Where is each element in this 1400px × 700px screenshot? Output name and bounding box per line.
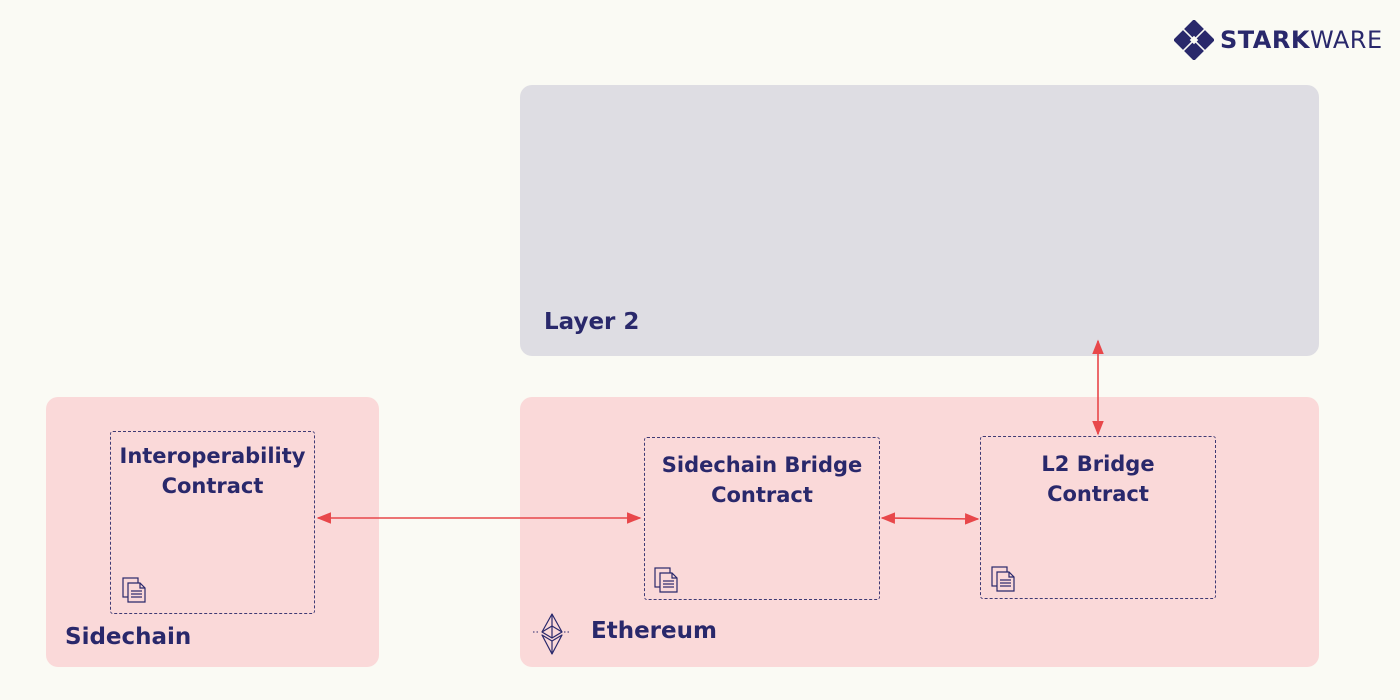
sidechain-bridge-contract-line2: Contract bbox=[711, 483, 813, 507]
l2-bridge-contract-line2: Contract bbox=[1047, 482, 1149, 506]
document-icon bbox=[654, 567, 678, 593]
ethereum-label: Ethereum bbox=[591, 618, 717, 644]
interoperability-contract-title: Interoperability Contract bbox=[111, 441, 314, 501]
sidechain-panel bbox=[46, 397, 379, 667]
l2-bridge-contract-title: L2 Bridge Contract bbox=[981, 449, 1215, 509]
logo-text-strong: STARK bbox=[1220, 26, 1310, 54]
document-icon bbox=[991, 566, 1015, 592]
document-icon bbox=[122, 577, 146, 603]
ethereum-panel bbox=[520, 397, 1319, 667]
sidechain-label: Sidechain bbox=[65, 624, 192, 650]
logo-text-light: WARE bbox=[1309, 26, 1383, 54]
starkware-diamond-icon bbox=[1174, 20, 1214, 60]
l2-bridge-contract-line1: L2 Bridge bbox=[1041, 452, 1155, 476]
l2-bridge-contract-box: L2 Bridge Contract bbox=[980, 436, 1216, 599]
ethereum-icon bbox=[533, 613, 571, 655]
interoperability-contract-line2: Contract bbox=[161, 474, 264, 498]
interoperability-contract-line1: Interoperability bbox=[119, 444, 306, 468]
sidechain-bridge-contract-line1: Sidechain Bridge bbox=[661, 453, 863, 477]
interoperability-contract-box: Interoperability Contract bbox=[110, 431, 315, 614]
sidechain-bridge-contract-box: Sidechain Bridge Contract bbox=[644, 437, 880, 600]
layer2-panel bbox=[520, 85, 1319, 356]
starkware-logo: STARKWARE bbox=[1174, 20, 1383, 60]
layer2-label: Layer 2 bbox=[544, 309, 640, 335]
sidechain-bridge-contract-title: Sidechain Bridge Contract bbox=[645, 450, 879, 510]
logo-text: STARKWARE bbox=[1220, 26, 1383, 54]
